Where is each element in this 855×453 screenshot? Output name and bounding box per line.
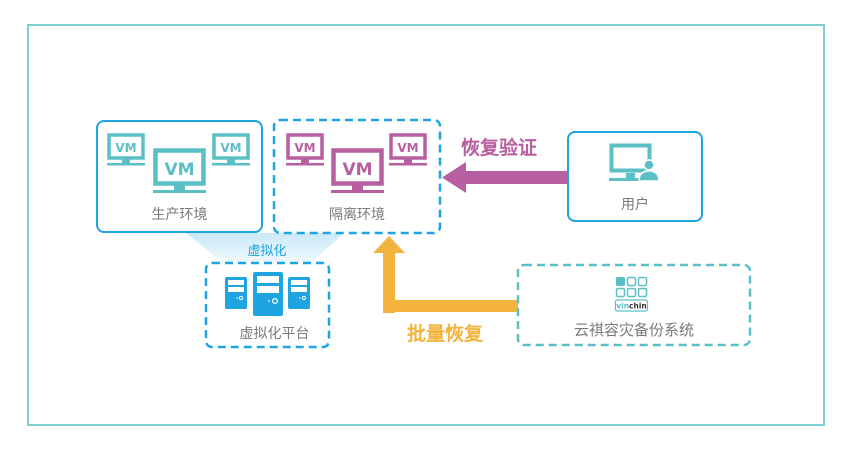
vm-icon: VM xyxy=(331,148,384,193)
backup-system-label: 云祺容灾备份系统 xyxy=(573,321,694,339)
isolated-environment-label: 隔离环境 xyxy=(329,207,385,223)
production-environment-node[interactable] xyxy=(96,120,263,233)
verify-arrow xyxy=(442,162,568,193)
vm-icon: VM xyxy=(153,148,206,193)
svg-text:VM: VM xyxy=(397,141,418,155)
restore-arrow xyxy=(373,236,520,313)
vm-icon: VM xyxy=(286,133,324,166)
svg-text:VM: VM xyxy=(342,160,372,180)
vm-icon: VM xyxy=(107,133,145,166)
svg-text:VM: VM xyxy=(294,141,315,155)
diagram-frame xyxy=(27,24,825,426)
server-icon xyxy=(225,277,247,309)
vm-icon: VM xyxy=(389,133,427,166)
vinchin-logo-icon: vinchin xyxy=(614,276,649,312)
production-environment-label: 生产环境 xyxy=(151,207,208,223)
virtualization-connector-label: 虚拟化 xyxy=(247,244,287,259)
svg-text:VM: VM xyxy=(115,141,136,155)
vm-icon: VM xyxy=(212,133,250,166)
svg-text:VM: VM xyxy=(220,141,241,155)
verify-arrow-label: 恢复验证 xyxy=(461,137,538,159)
user-label: 用户 xyxy=(621,197,649,213)
server-icon xyxy=(253,272,283,316)
user-terminal-icon xyxy=(609,143,660,182)
restore-arrow-label: 批量恢复 xyxy=(407,323,484,345)
svg-text:vinchin: vinchin xyxy=(616,302,647,311)
svg-text:VM: VM xyxy=(164,160,194,180)
isolated-environment-node[interactable] xyxy=(272,118,442,235)
virtualization-platform-label: 虚拟化平台 xyxy=(239,326,310,342)
server-icon xyxy=(288,277,310,309)
